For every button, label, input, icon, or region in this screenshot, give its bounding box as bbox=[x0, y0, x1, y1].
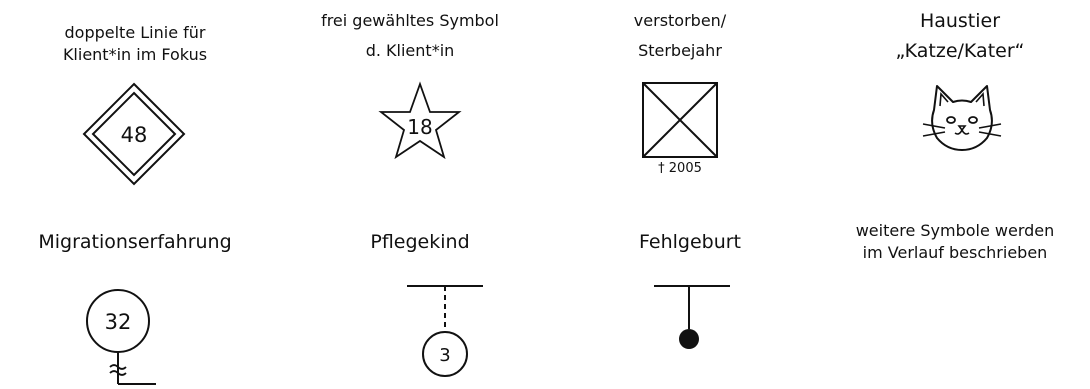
migration-number: 32 bbox=[105, 310, 132, 334]
deceased-label-line2: Sterbejahr bbox=[638, 41, 722, 60]
focus-client-label: doppelte Linie für Klient*in im Fokus bbox=[35, 22, 235, 66]
chosen-symbol-label-line2: d. Klient*in bbox=[365, 41, 455, 60]
focus-client-number: 48 bbox=[121, 123, 148, 147]
migration-label: Migrationserfahrung bbox=[38, 231, 232, 253]
pet-label-line1: Haustier bbox=[919, 10, 1001, 32]
chosen-symbol-label: frei gewähltes Symbol d. Klient*in bbox=[300, 6, 520, 66]
chosen-symbol-number: 18 bbox=[407, 115, 432, 139]
more-symbols-line1: weitere Symbole werden bbox=[855, 221, 1055, 240]
crossed-square-symbol bbox=[642, 82, 718, 158]
more-symbols-line2: im Verlauf beschrieben bbox=[862, 243, 1048, 262]
chosen-symbol-label-line1: frei gewähltes Symbol bbox=[321, 11, 499, 30]
death-year: † 2005 bbox=[658, 161, 702, 176]
deceased-label: verstorben/ Sterbejahr bbox=[610, 6, 750, 66]
deceased-label-line1: verstorben/ bbox=[633, 11, 727, 30]
pet-label-line2: „Katze/Kater“ bbox=[895, 40, 1025, 62]
focus-client-label-line1: doppelte Linie für bbox=[64, 23, 206, 42]
more-symbols-note: weitere Symbole werden im Verlauf beschr… bbox=[830, 220, 1080, 264]
foster-child-number: 3 bbox=[439, 345, 450, 366]
foster-child-label: Pflegekind bbox=[370, 231, 470, 253]
double-diamond-symbol: 48 bbox=[82, 82, 186, 186]
focus-client-label-line2: Klient*in im Fokus bbox=[62, 45, 208, 64]
miscarriage-label: Fehlgeburt bbox=[638, 231, 741, 253]
cat-icon bbox=[922, 85, 1002, 151]
star-symbol: 18 bbox=[378, 81, 462, 160]
pet-label: Haustier „Katze/Kater“ bbox=[870, 6, 1050, 66]
foster-child-symbol: 3 bbox=[407, 285, 483, 377]
miscarriage-symbol bbox=[654, 285, 730, 349]
migration-symbol: 32 bbox=[86, 289, 156, 385]
